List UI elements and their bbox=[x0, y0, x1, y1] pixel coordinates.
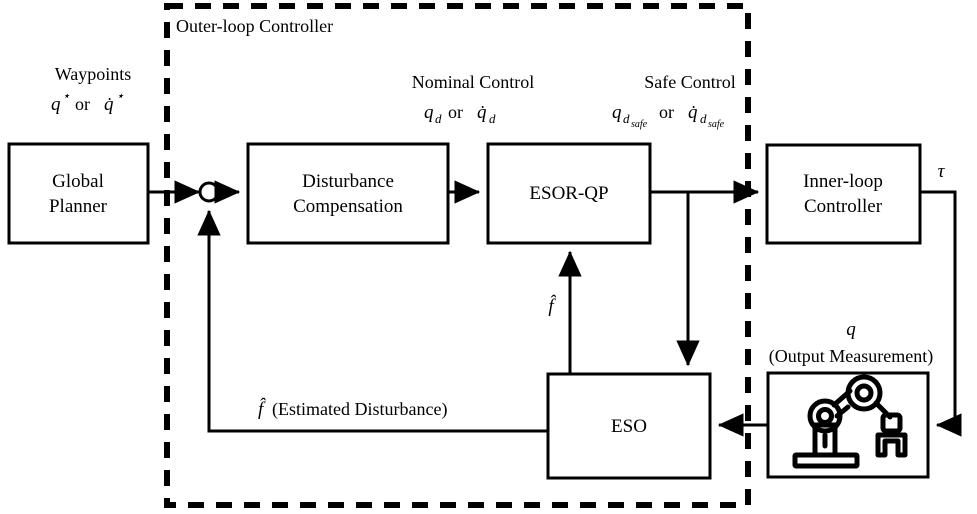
nominal-qdot: q̇ bbox=[477, 102, 487, 123]
edge-inner-loop-to-robot-tau bbox=[920, 190, 962, 437]
waypoints-qdot-star: ⋆ bbox=[116, 88, 124, 103]
block-inner-loop-controller[interactable] bbox=[765, 143, 922, 245]
block-disturbance-compensation-label-line1: Disturbance bbox=[302, 171, 394, 192]
outer-loop-region bbox=[164, 3, 751, 508]
safe-control-symbols: q d safe or q̇ d safe bbox=[612, 102, 725, 130]
block-global-planner-label-line1: Global bbox=[52, 171, 104, 192]
block-global-planner-label-line2: Planner bbox=[49, 196, 108, 217]
block-global-planner[interactable] bbox=[7, 142, 150, 245]
safe-q-sub-d: d bbox=[623, 111, 630, 126]
output-measurement-label: (Output Measurement) bbox=[769, 346, 933, 367]
nominal-control-symbols: q d or q̇ d bbox=[424, 102, 496, 126]
robot-arm-icon bbox=[792, 374, 908, 469]
safe-qdot-sub-safe: safe bbox=[708, 119, 725, 130]
safe-q-sub-safe: safe bbox=[631, 119, 648, 130]
block-esor-qp-label: ESOR-QP bbox=[529, 183, 608, 204]
waypoints-title: Waypoints bbox=[55, 64, 132, 84]
edge-eso-to-sum-fhat bbox=[197, 209, 548, 433]
waypoints-symbols: q ⋆ or q̇ ⋆ bbox=[51, 88, 124, 115]
fhat-estimated-disturbance-label: f̂ (Estimated Disturbance) bbox=[258, 398, 447, 420]
waypoints-q-star: ⋆ bbox=[62, 88, 70, 103]
waypoints-qdot: q̇ bbox=[104, 94, 114, 115]
waypoints-or: or bbox=[75, 94, 90, 114]
fhat-estimated-text: (Estimated Disturbance) bbox=[272, 399, 447, 420]
block-eso-label: ESO bbox=[611, 416, 647, 437]
block-disturbance-compensation[interactable] bbox=[246, 142, 450, 245]
block-inner-loop-controller-label-line2: Controller bbox=[804, 196, 883, 217]
fhat-estimated-symbol: f̂ bbox=[258, 398, 267, 420]
block-esor-qp[interactable] bbox=[486, 142, 652, 245]
safe-q: q bbox=[612, 102, 622, 123]
waypoints-q: q bbox=[51, 94, 61, 115]
tau-label: τ bbox=[938, 161, 946, 182]
block-disturbance-compensation-label-line2: Compensation bbox=[293, 196, 403, 217]
safe-control-title: Safe Control bbox=[644, 72, 736, 92]
nominal-qdot-sub-d: d bbox=[489, 111, 496, 126]
nominal-q-sub-d: d bbox=[435, 111, 442, 126]
safe-qdot-sub-d: d bbox=[700, 111, 707, 126]
block-eso[interactable] bbox=[546, 372, 712, 480]
block-inner-loop-controller-label-line1: Inner-loop bbox=[803, 171, 883, 192]
safe-qdot: q̇ bbox=[688, 102, 698, 123]
outer-loop-region-label: Outer-loop Controller bbox=[176, 16, 333, 36]
nominal-or: or bbox=[448, 102, 463, 122]
output-measurement-symbol: q bbox=[846, 319, 856, 340]
fhat-to-esorqp-label: f̂ bbox=[548, 295, 557, 317]
summing-junction bbox=[198, 181, 220, 203]
nominal-q: q bbox=[424, 102, 434, 123]
safe-or: or bbox=[659, 102, 674, 122]
nominal-control-title: Nominal Control bbox=[412, 72, 535, 92]
